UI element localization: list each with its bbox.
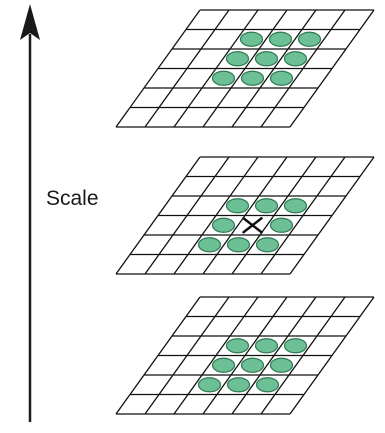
grid-col-line <box>202 296 288 415</box>
sample-point <box>255 237 280 253</box>
sample-point <box>269 70 294 86</box>
grid-col-line <box>231 296 317 415</box>
grid-layer-upper-scale <box>115 9 375 128</box>
sample-point <box>269 217 294 233</box>
grid-col-line <box>202 156 288 275</box>
scale-axis-label: Scale <box>46 187 99 210</box>
sample-point <box>254 338 279 354</box>
sample-point <box>211 217 236 233</box>
sample-point <box>226 237 251 253</box>
grid-col-line <box>115 156 201 275</box>
sample-point <box>240 357 265 373</box>
sample-point <box>239 31 264 47</box>
grid-col-line <box>173 9 259 128</box>
sample-point <box>211 70 236 86</box>
grid-col-line <box>144 156 230 275</box>
grid-col-line <box>289 156 375 275</box>
grid-layers <box>115 9 375 415</box>
sample-point <box>283 51 308 67</box>
grid-layer-current-scale <box>115 156 375 275</box>
sample-point <box>269 357 294 373</box>
grid-col-line <box>173 296 259 415</box>
grid-col-line <box>144 296 230 415</box>
sample-point <box>283 198 308 214</box>
sample-point <box>254 51 279 67</box>
grid-col-line <box>289 9 375 128</box>
sample-point <box>297 31 322 47</box>
grid-col-line <box>173 156 259 275</box>
grid-col-line <box>231 156 317 275</box>
sample-point <box>240 70 265 86</box>
grid-col-line <box>115 9 201 128</box>
sample-point <box>226 377 251 393</box>
sample-point <box>225 338 250 354</box>
grid-layer-lower-scale <box>115 296 375 415</box>
sample-point <box>283 338 308 354</box>
scale-axis: Scale <box>20 4 99 422</box>
grid-col-line <box>260 296 346 415</box>
sample-point <box>255 377 280 393</box>
sample-point <box>268 31 293 47</box>
grid-col-line <box>202 9 288 128</box>
center-x-icon <box>242 217 263 234</box>
center-x-stroke <box>242 217 263 234</box>
sample-point <box>225 198 250 214</box>
arrow-up-icon <box>20 4 40 40</box>
grid-col-line <box>260 156 346 275</box>
grid-col-line <box>115 296 201 415</box>
grid-col-line <box>260 9 346 128</box>
sample-point <box>197 237 222 253</box>
grid-col-line <box>289 296 375 415</box>
sample-point <box>197 377 222 393</box>
grid-col-line <box>231 9 317 128</box>
sample-point <box>254 198 279 214</box>
sample-point <box>225 51 250 67</box>
sample-point <box>211 357 236 373</box>
grid-col-line <box>144 9 230 128</box>
